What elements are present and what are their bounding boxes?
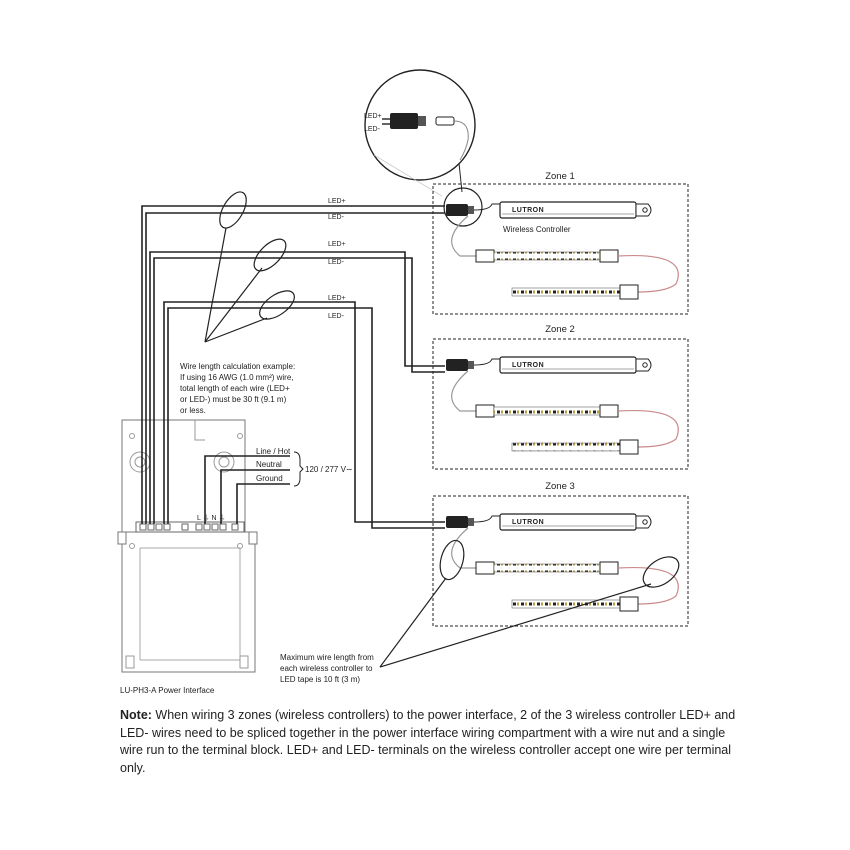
zone-3: Zone 3 [432, 481, 689, 627]
zone-contents: LUTRON LUTRON LUTRON [446, 201, 679, 612]
note-paragraph: Note: When wiring 3 zones (wireless cont… [120, 707, 745, 777]
zone-2: Zone 2 [432, 324, 689, 470]
zone-3-label: Zone 3 [545, 481, 575, 492]
brace [293, 451, 304, 487]
svg-text:total length of each wire (LED: total length of each wire (LED+ [180, 384, 290, 393]
zone-2-hardware: LUTRON [446, 356, 679, 455]
inset-led-plus: LED+ [364, 113, 382, 120]
svg-text:Wire length calculation exampl: Wire length calculation example: [180, 362, 295, 371]
controller-brand: LUTRON [512, 362, 544, 369]
wire-length-callout: Wire length calculation example: If usin… [180, 362, 295, 415]
zone-1-label: Zone 1 [545, 171, 575, 182]
svg-text:or less.: or less. [180, 406, 206, 415]
voltage-label: 120 / 277 V∼ [305, 465, 353, 474]
ac-wiring [204, 455, 290, 524]
svg-text:Maximum wire length from: Maximum wire length from [280, 653, 374, 662]
svg-text:LED tape is 10 ft (3 m): LED tape is 10 ft (3 m) [280, 675, 360, 684]
note-label: Note: [120, 708, 152, 722]
svg-text:If using 16 AWG (1.0 mm²) wire: If using 16 AWG (1.0 mm²) wire, [180, 373, 294, 382]
power-interface: L ⏚ N ⏚ LU-PH3-A Power Interface [117, 419, 258, 695]
zone1-led-plus-label: LED+ [328, 198, 346, 205]
zone2-led-minus-label: LED- [328, 259, 345, 266]
inset-led-minus: LED- [364, 126, 381, 133]
note-text: When wiring 3 zones (wireless controller… [120, 708, 736, 775]
neutral-label: Neutral [256, 460, 282, 469]
controller-brand: LUTRON [512, 519, 544, 526]
terminal-block [139, 523, 239, 531]
controller-brand: LUTRON [512, 207, 544, 214]
max-length-callout-ellipses [379, 539, 680, 668]
max-length-callout: Maximum wire length from each wireless c… [280, 653, 374, 684]
zone3-led-plus-label: LED+ [328, 295, 346, 302]
zone-3-hardware: LUTRON [446, 513, 679, 612]
svg-text:each wireless controller to: each wireless controller to [280, 664, 373, 673]
zone3-led-minus-label: LED- [328, 313, 345, 320]
terminal-labels: L ⏚ N ⏚ [197, 514, 226, 522]
svg-text:or LED-) must be 30 ft (9.1 m): or LED-) must be 30 ft (9.1 m) [180, 395, 287, 404]
led-home-runs [141, 205, 445, 529]
wireless-controller-label: Wireless Controller [503, 225, 571, 234]
ground-label: Ground [256, 474, 283, 483]
connector-inset: LED+ LED- [364, 69, 476, 197]
wire-callout-ellipses [204, 191, 295, 343]
zone-2-label: Zone 2 [545, 324, 575, 335]
line-hot-label: Line / Hot [256, 447, 291, 456]
zone-1-hardware: LUTRON [446, 201, 679, 300]
zone-1: Zone 1 [432, 171, 689, 315]
zone1-led-minus-label: LED- [328, 214, 345, 221]
device-label: LU-PH3-A Power Interface [120, 686, 215, 695]
zone2-led-plus-label: LED+ [328, 241, 346, 248]
